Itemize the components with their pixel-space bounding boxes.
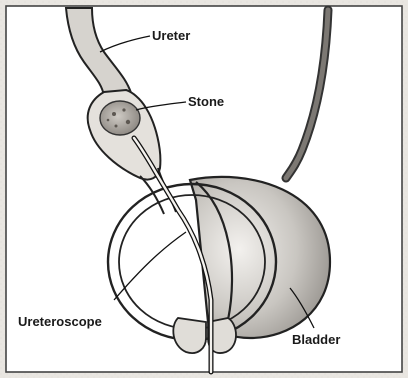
label-ureter: Ureter bbox=[152, 28, 190, 43]
label-ureteroscope: Ureteroscope bbox=[18, 314, 102, 329]
label-bladder: Bladder bbox=[292, 332, 340, 347]
label-stone: Stone bbox=[188, 94, 224, 109]
kidney-stone bbox=[100, 101, 140, 135]
